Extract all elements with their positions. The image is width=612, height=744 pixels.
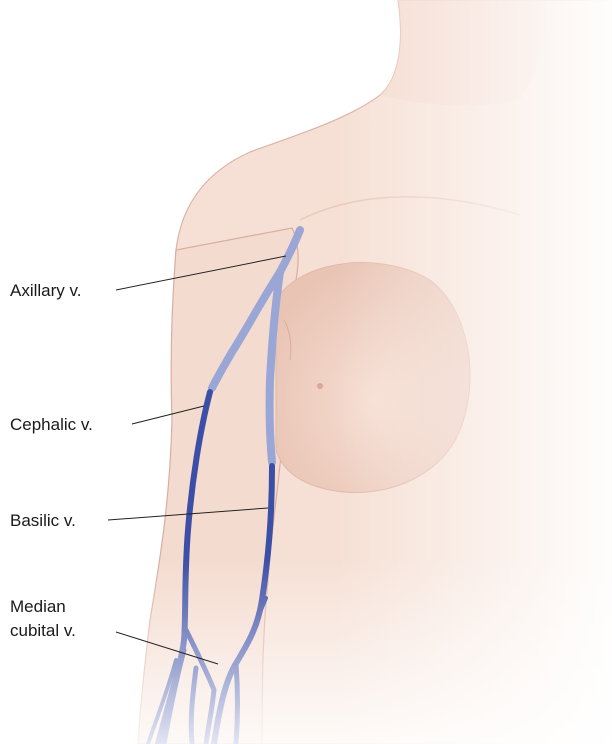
label-cephalic: Cephalic v. bbox=[10, 414, 93, 435]
label-basilic: Basilic v. bbox=[10, 510, 76, 531]
label-axillary: Axillary v. bbox=[10, 280, 81, 301]
label-median-line2: cubital v. bbox=[10, 620, 76, 641]
label-median-line1: Median bbox=[10, 596, 66, 617]
